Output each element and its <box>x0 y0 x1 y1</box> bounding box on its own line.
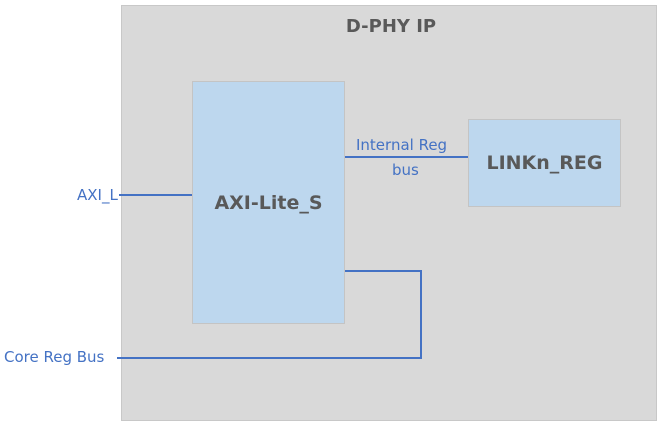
linkn-reg-label: LINKn_REG <box>486 152 603 174</box>
internal-reg-bus-label-line1: Internal Reg <box>356 136 448 154</box>
d-phy-ip-title: D-PHY IP <box>345 16 437 37</box>
internal-reg-bus-label-line2: bus <box>392 161 419 179</box>
linkn-reg-block: LINKn_REG <box>468 119 621 207</box>
core-reg-bus-label: Core Reg Bus <box>4 348 105 366</box>
core-reg-bus-wire <box>117 270 422 359</box>
axi-lite-s-label: AXI-Lite_S <box>214 191 323 214</box>
axi-lite-s-block: AXI-Lite_S <box>192 81 345 324</box>
axi-l-label: AXI_L <box>77 186 118 204</box>
